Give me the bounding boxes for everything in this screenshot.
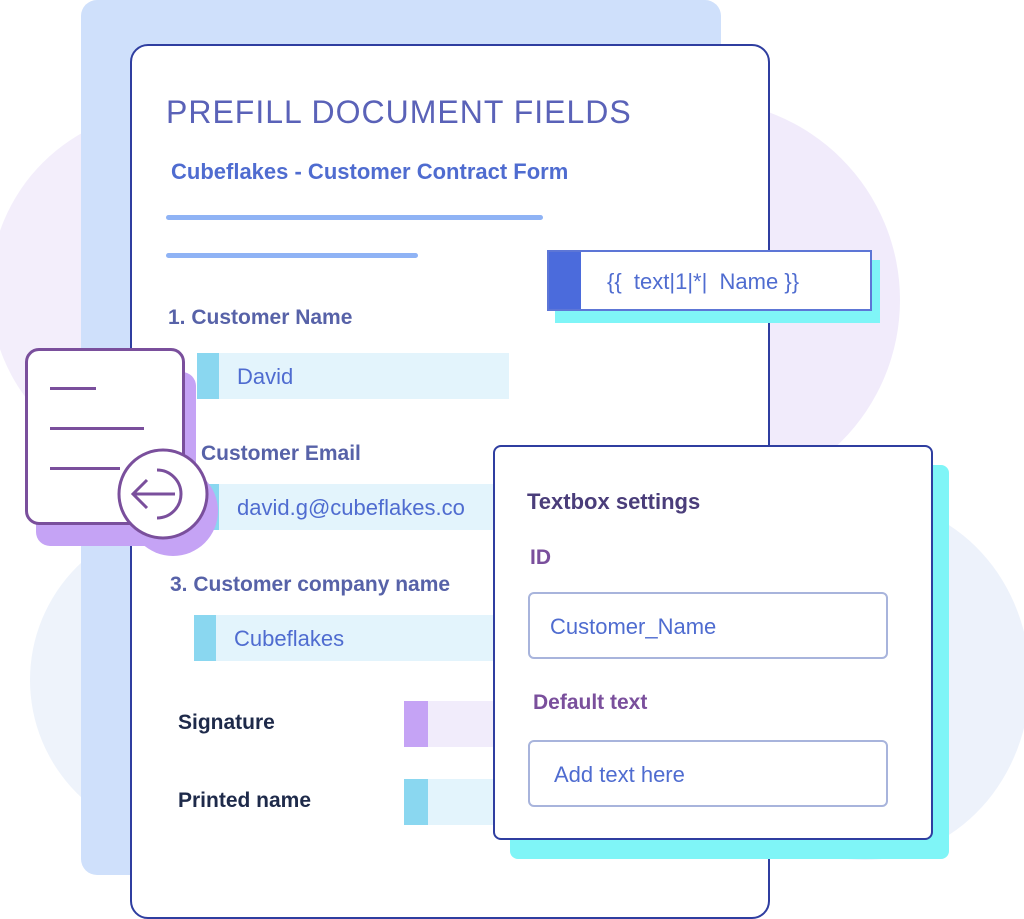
- default-text-input[interactable]: Add text here: [528, 740, 888, 807]
- id-value: Customer_Name: [550, 614, 717, 639]
- form-subtitle: Cubeflakes - Customer Contract Form: [171, 159, 569, 184]
- divider-line: [166, 215, 543, 220]
- company-name-field[interactable]: Cubeflakes: [194, 615, 500, 661]
- field-value: David: [237, 364, 294, 389]
- textbox-settings-panel: Textbox settings ID Customer_Name Defaul…: [493, 445, 933, 840]
- divider-line: [166, 253, 418, 258]
- signature-label: Signature: [178, 711, 275, 734]
- field-label: 3. Customer company name: [170, 573, 451, 596]
- settings-title: Textbox settings: [527, 489, 701, 514]
- field-value: david.g@cubeflakes.co: [237, 495, 465, 520]
- template-tag: {{ text|1|*| Name }}: [547, 250, 872, 311]
- field-label: 1. Customer Name: [168, 306, 353, 329]
- customer-name-field[interactable]: David: [197, 353, 509, 399]
- page-title: PREFILL DOCUMENT FIELDS: [166, 94, 632, 130]
- tag-accent-bar: [549, 252, 581, 309]
- tag-text: {{ text|1|*| Name }}: [607, 269, 800, 294]
- printed-name-label: Printed name: [178, 789, 312, 812]
- arrow-left-circle-icon: [117, 448, 209, 540]
- signature-field[interactable]: [404, 701, 500, 747]
- id-label: ID: [530, 546, 551, 569]
- field-value: Cubeflakes: [234, 626, 345, 651]
- customer-email-field[interactable]: david.g@cubeflakes.co: [197, 484, 500, 530]
- id-input[interactable]: Customer_Name: [528, 592, 888, 659]
- field-label: Customer Email: [201, 442, 361, 465]
- default-text-placeholder: Add text here: [554, 762, 685, 787]
- printed-name-field[interactable]: [404, 779, 500, 825]
- default-text-label: Default text: [533, 691, 648, 714]
